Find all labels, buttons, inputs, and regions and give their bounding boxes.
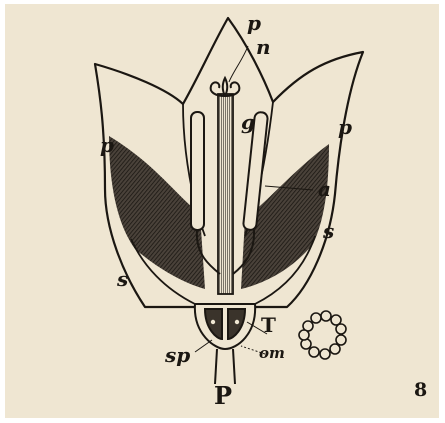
label-g: g — [241, 110, 255, 134]
label-T: T — [261, 313, 276, 337]
pedicel — [215, 349, 235, 384]
label-n: n — [256, 35, 271, 59]
illustration-plate: p n g p p a s s T sp om P 8 — [5, 4, 439, 418]
label-s-left: s — [116, 267, 128, 291]
label-om: om — [259, 344, 285, 362]
label-a: a — [318, 177, 331, 201]
ovule-ring — [299, 311, 346, 359]
label-p-left: p — [100, 133, 114, 157]
ovary — [195, 304, 255, 349]
style — [218, 94, 233, 294]
label-p-right: p — [338, 115, 352, 139]
label-sp: sp — [164, 343, 190, 367]
label-p-top: p — [247, 11, 261, 35]
plate-number: 8 — [414, 379, 427, 401]
label-s-right: s — [322, 219, 334, 243]
label-P: P — [214, 381, 232, 410]
flower-section-drawing: p n g p p a s s T sp om P 8 — [5, 4, 439, 418]
